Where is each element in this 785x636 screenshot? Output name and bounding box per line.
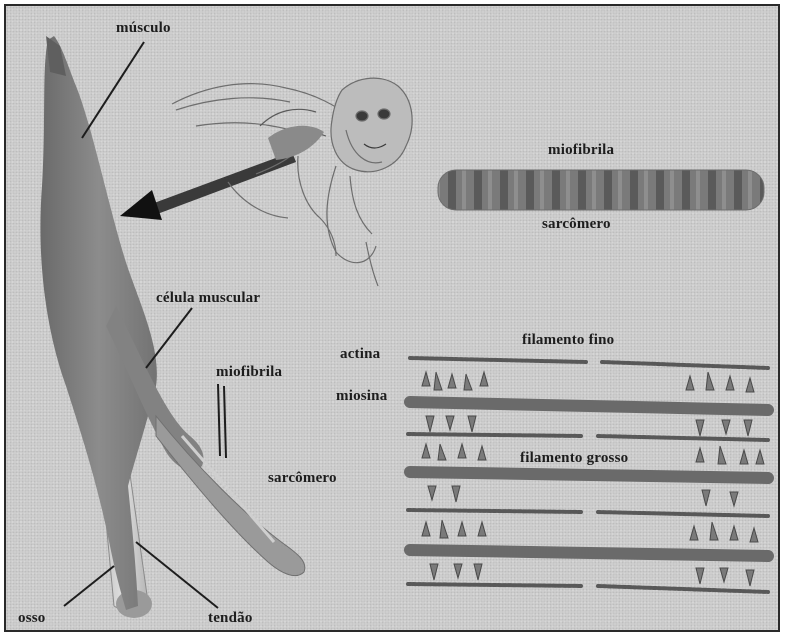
label-filamento-grosso: filamento grosso — [520, 450, 628, 467]
monkey-sketch — [172, 78, 412, 286]
label-miosina: miosina — [336, 388, 387, 405]
label-sarcomero-top: sarcômero — [542, 216, 611, 233]
label-miofibrila-top: miofibrila — [548, 142, 614, 159]
label-filamento-fino: filamento fino — [522, 332, 614, 349]
label-celula-muscular: célula muscular — [156, 290, 260, 307]
myofibril-strand-light — [182, 436, 274, 542]
label-musculo: músculo — [116, 20, 171, 37]
label-sarcomero-mid: sarcômero — [268, 470, 337, 487]
arrow-head — [120, 190, 162, 220]
monkey-arm-muscle — [268, 126, 324, 160]
diagram-figure: músculo miofibrila sarcômero célula musc… — [4, 4, 780, 632]
label-actina: actina — [340, 346, 380, 363]
label-tendao: tendão — [208, 610, 253, 627]
myofibril-bar — [438, 170, 764, 210]
label-miofibrila-mid: miofibrila — [216, 364, 282, 381]
arrow-shaft — [146, 152, 296, 216]
muscle-shape — [40, 36, 156, 610]
diagram-artwork — [6, 6, 778, 630]
label-osso: osso — [18, 610, 45, 627]
